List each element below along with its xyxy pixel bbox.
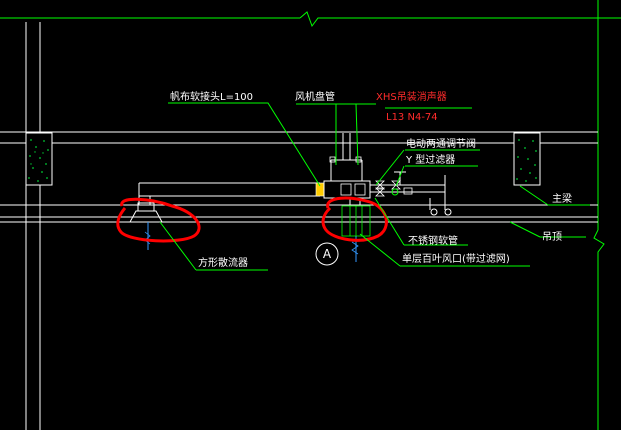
label-stainless-pipe: 不锈钢软管 <box>408 234 458 247</box>
label-return-vent: 单层百叶风口(带过滤网) <box>402 252 510 265</box>
label-xhs-muffler: XHS吊装消声器 <box>376 90 447 103</box>
water-piping <box>370 171 452 216</box>
section-marker-label: A <box>323 247 332 261</box>
fan-coil-unit <box>323 133 371 199</box>
valve-symbols <box>375 180 413 197</box>
break-line-top <box>299 11 621 28</box>
air-duct <box>138 182 320 205</box>
label-electric-valve: 电动两通调节阀 <box>406 137 476 150</box>
label-ceiling: 吊顶 <box>542 231 562 243</box>
return-air-vent <box>341 198 371 262</box>
leader-lines <box>159 102 590 271</box>
label-air-pipe: 风机盘管 <box>295 90 335 103</box>
flex-connector <box>315 182 325 197</box>
square-diffuser <box>129 202 163 250</box>
section-marker-circle <box>315 242 339 266</box>
highlight-return-vent <box>321 196 388 242</box>
label-y-filter: Y 型过滤器 <box>405 153 455 166</box>
highlight-diffuser <box>116 197 201 243</box>
label-flex-joint: 帆布软接头L=100 <box>170 90 253 103</box>
label-model: L13 N4-74 <box>386 112 438 123</box>
label-square-diffuser: 方形散流器 <box>198 256 248 269</box>
break-line-right <box>593 229 605 430</box>
label-main-beam: 主梁 <box>552 192 572 205</box>
concrete-block-left <box>25 132 53 186</box>
concrete-block-right <box>513 132 541 186</box>
